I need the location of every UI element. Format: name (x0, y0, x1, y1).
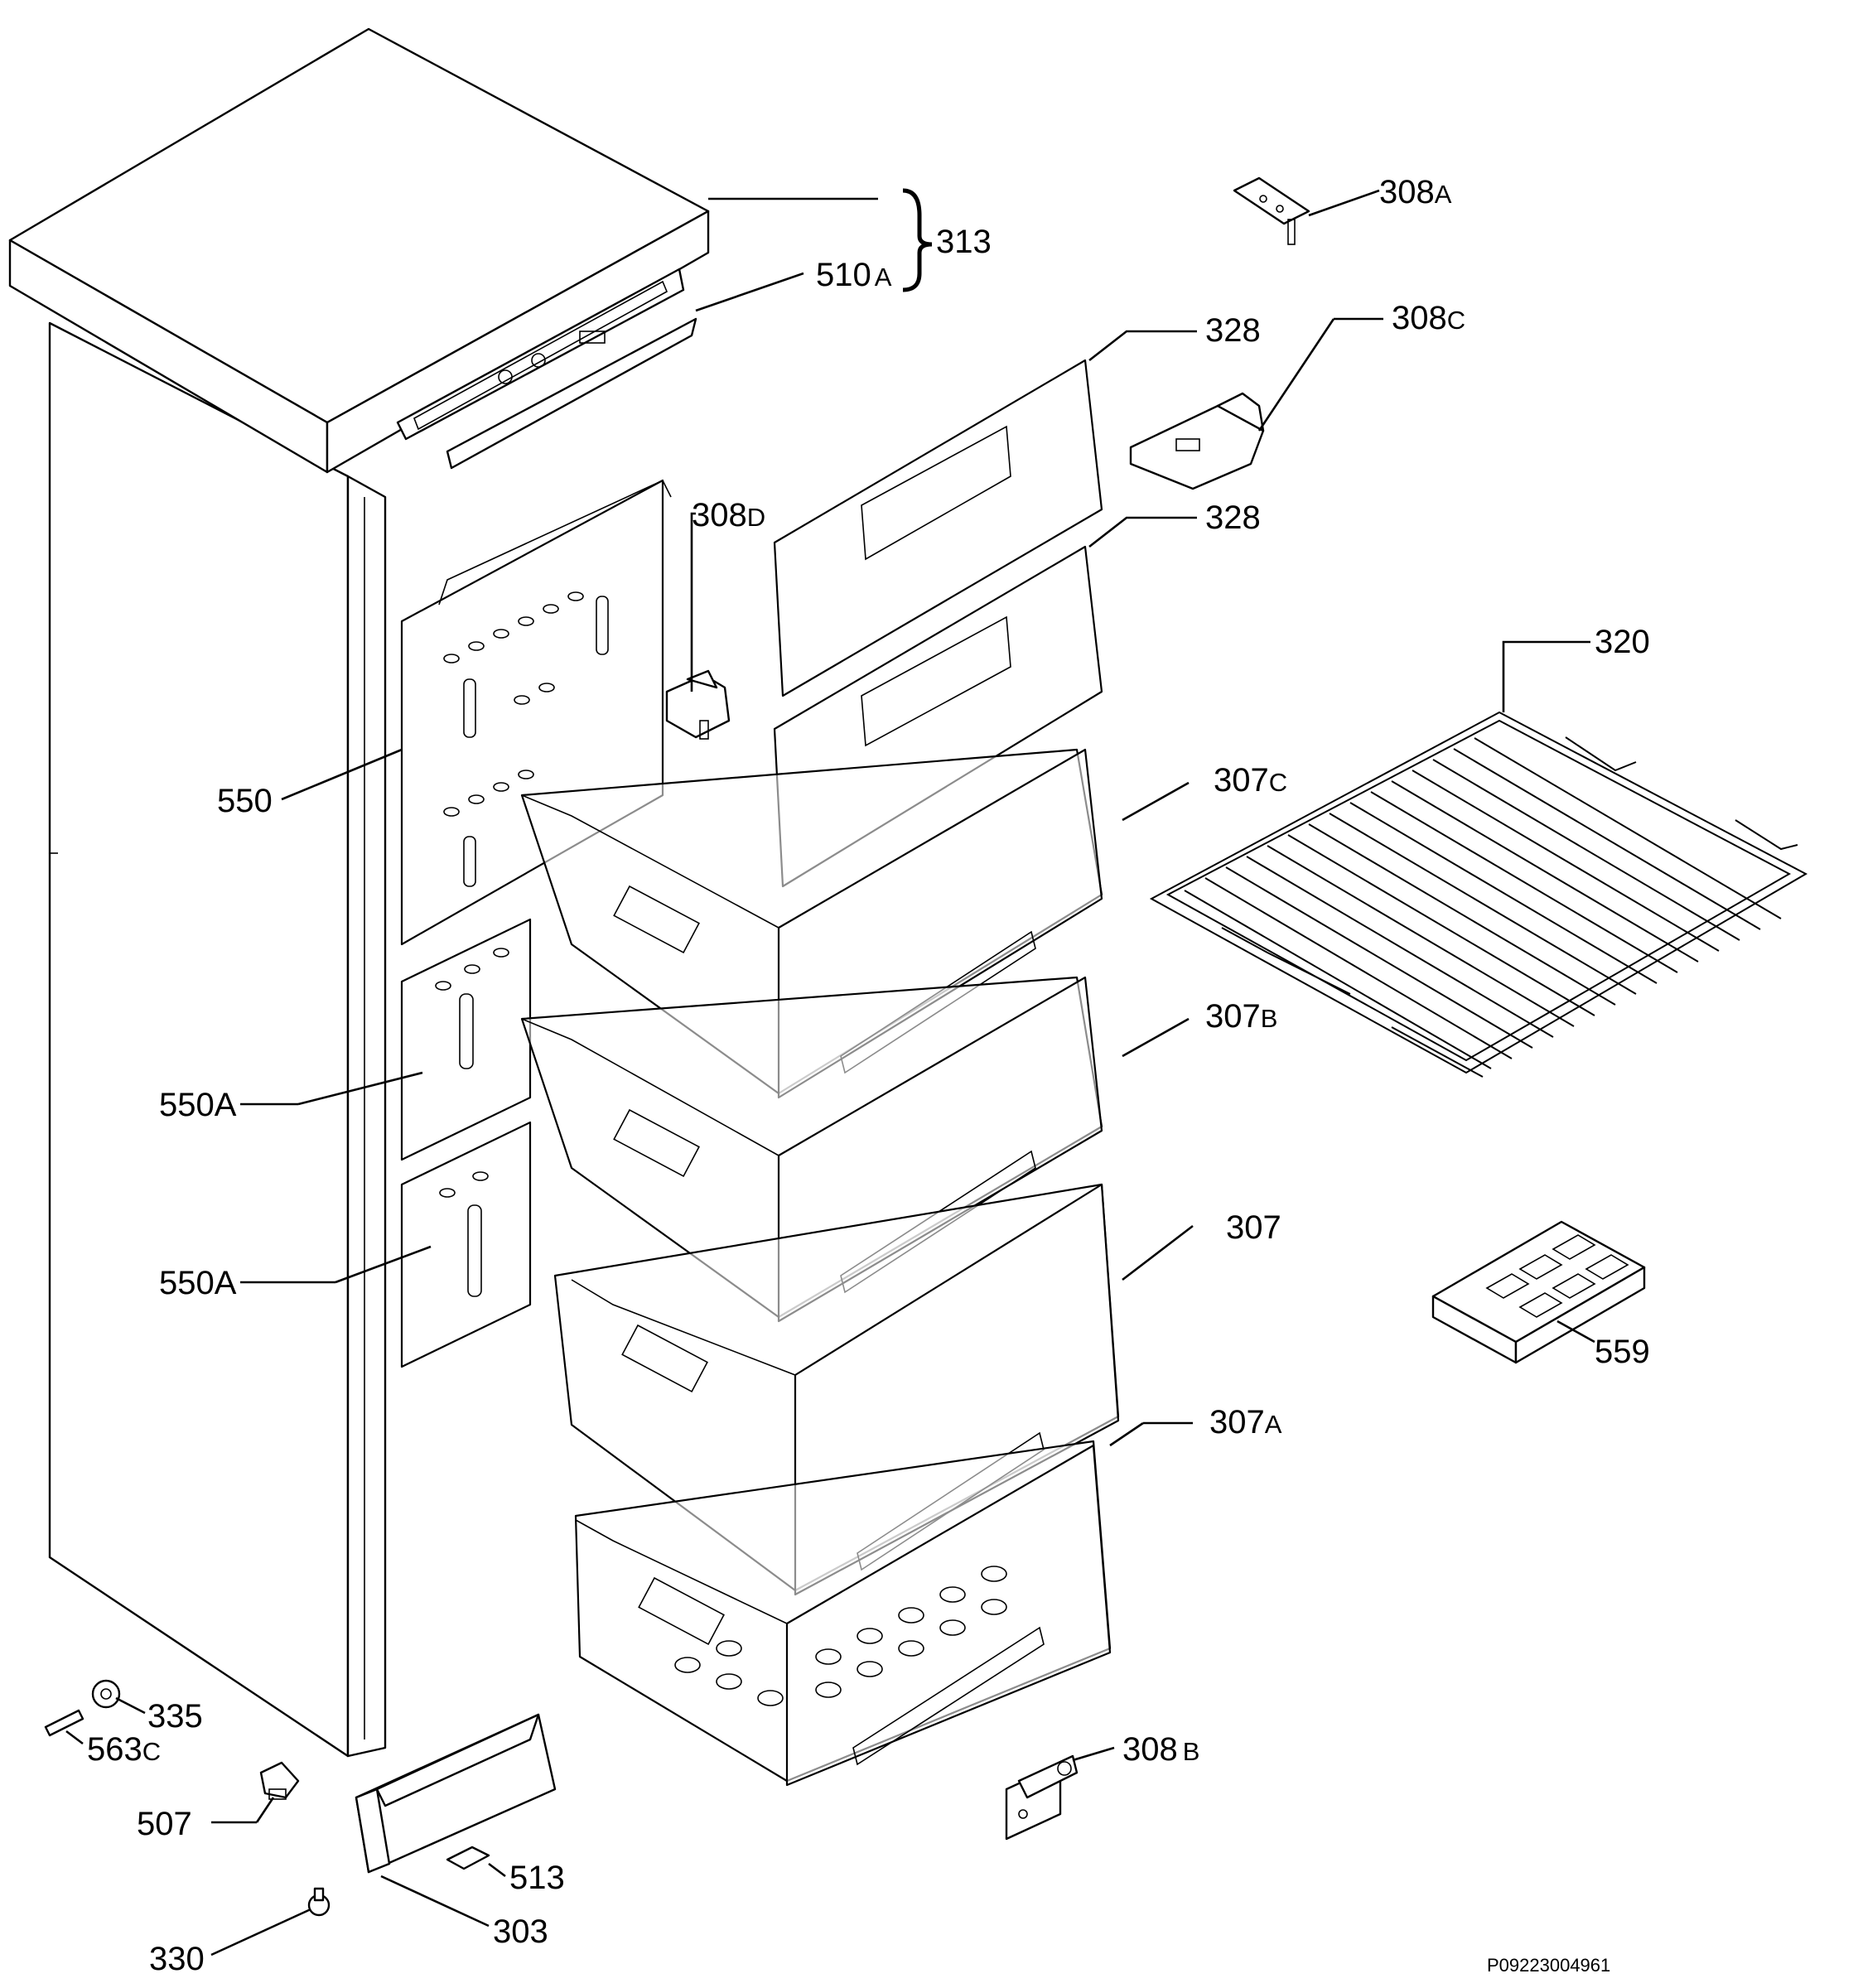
hinge-308a (1233, 176, 1310, 245)
hinge-308b (1005, 1754, 1079, 1841)
screw-330 (307, 1887, 331, 1917)
ice-tray-559 (1431, 1220, 1646, 1364)
label-303: 303 (493, 1913, 548, 1950)
hinge-308c (1129, 392, 1265, 490)
label-307: 307 (1226, 1209, 1281, 1246)
drawing-code: P09223004961 (1487, 1955, 1610, 1976)
hinge-308d (665, 669, 731, 740)
label-307c: 307C (1214, 762, 1287, 799)
label-550a-lower: 550A (159, 1265, 237, 1301)
rail-panel-550a-upper (400, 918, 532, 1161)
label-330: 330 (149, 1941, 205, 1977)
pin-563c (44, 1709, 84, 1737)
label-335: 335 (147, 1698, 203, 1735)
leader-lines (65, 188, 1595, 1957)
label-559: 559 (1595, 1334, 1650, 1370)
label-308d: 308D (692, 497, 765, 533)
label-550: 550 (217, 783, 273, 819)
label-320: 320 (1595, 624, 1650, 660)
label-308a: 308A (1379, 174, 1452, 210)
clip-507 (259, 1761, 300, 1800)
label-313: 313 (936, 224, 992, 260)
label-328-upper: 328 (1205, 312, 1261, 349)
shelf-320 (1149, 711, 1808, 1078)
label-563c: 563C (87, 1731, 161, 1768)
foot-335 (91, 1679, 121, 1709)
label-307b: 307B (1205, 998, 1277, 1035)
drawer-307a (574, 1440, 1112, 1787)
label-328-lower: 328 (1205, 499, 1261, 536)
label-307a: 307A (1209, 1404, 1282, 1440)
plinth-303 (355, 1713, 557, 1874)
clip-513 (446, 1846, 490, 1870)
rail-panel-550a-lower (400, 1121, 532, 1368)
label-507: 507 (137, 1806, 192, 1842)
cabinet-body (48, 321, 387, 1758)
label-308c: 308C (1392, 300, 1465, 336)
top-cover (8, 27, 710, 474)
flap-328-upper (773, 359, 1103, 697)
label-550a-upper: 550A (159, 1087, 237, 1123)
label-513: 513 (509, 1860, 565, 1896)
